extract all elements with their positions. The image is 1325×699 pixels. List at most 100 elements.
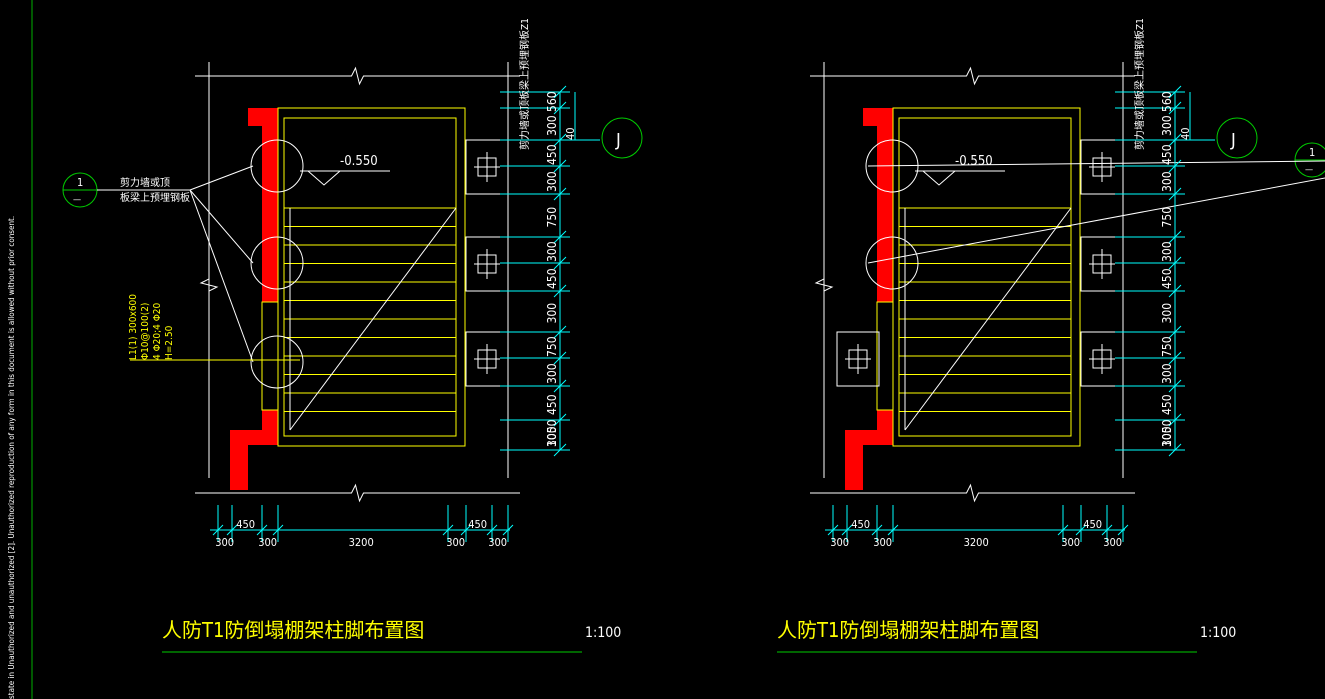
bottom-dim-label: 450 [468,518,487,531]
bottom-dim-label: 300 [1061,536,1080,549]
plate-inner [1092,349,1112,369]
embedded-plate [465,236,509,292]
level-text: -0.550 [955,154,993,169]
embedded-plate-left [836,331,880,387]
beam-note-line: H=2.50 [164,325,175,360]
plate-inner [1092,254,1112,274]
break-line [810,483,1135,503]
drawing-scale: 1:100 [585,625,621,641]
right-dim-extra: 40 [1179,127,1192,140]
detail-circle [250,236,304,290]
axis-circle [601,117,643,159]
detail-circle [250,335,304,389]
right-dim-label: 300 [545,303,559,324]
break-line [195,483,520,503]
break-line [195,66,520,86]
right-dim-label: 300 [1160,303,1174,324]
bottom-dim-label: 300 [258,536,277,549]
right-dim-label: 300 [1160,171,1174,192]
right-dim-label: 300 [1160,363,1174,384]
leader-line [189,189,254,363]
break-line [199,270,219,300]
right-dim-label: 450 [545,144,559,165]
detail-marker-bottom: — [1305,165,1313,175]
bottom-dim-label: 450 [236,518,255,531]
bottom-dim-label: 3200 [964,536,989,549]
right-dim-label: 300 [545,241,559,262]
break-line [810,66,1135,86]
embedded-plate [1080,236,1124,292]
right-dim-label: 450 [545,268,559,289]
right-dim-label: 300 [545,171,559,192]
drawing-title: 人防T1防倒塌棚架柱脚布置图 [777,618,1039,642]
right-dim-label: 450 [545,394,559,415]
leader-line [189,165,254,191]
beam-note-line: Φ10@100(2) [140,303,151,360]
right-dim-label: 450 [1160,394,1174,415]
shelter-inner [283,117,457,437]
bottom-dim-label: 450 [851,518,870,531]
right-dim-label: 300 [545,115,559,136]
right-dim-label: 560 [545,91,559,112]
shear-wall-upper [248,108,278,302]
bottom-dim-label: 300 [830,536,849,549]
right-dim-label: 300 [545,363,559,384]
right-dim-label: 300 [1160,241,1174,262]
embedded-plate [1080,331,1124,387]
shear-wall-lower [230,410,278,490]
rotated-header: 剪力墙或顶板梁上预埋钢板Z1 [1133,18,1146,150]
right-dim-label: 1050 [545,419,559,447]
wall-note-line-2: 板梁上预埋钢板 [120,191,190,204]
right-dim-label: 750 [1160,207,1174,228]
beam-note-line: 4 Φ20;4 Φ20 [152,302,163,360]
drawing-scale: 1:100 [1200,625,1236,641]
plate-inner [477,349,497,369]
right-dim-label: 300 [1160,426,1174,447]
right-dim-label: 300 [545,426,559,447]
right-dim-label: 300 [1160,115,1174,136]
plate-inner [477,157,497,177]
detail-circle [865,139,919,193]
drawing-title: 人防T1防倒塌棚架柱脚布置图 [162,618,424,642]
wall-note-line-1: 剪力墙或顶 [120,176,170,189]
right-dim-label: 750 [1160,336,1174,357]
shelter-outline [277,107,466,447]
detail-marker-bottom: — [73,195,81,205]
stair-diagonal [904,207,1072,431]
detail-circle [865,236,919,290]
right-dim-label: 1050 [1160,419,1174,447]
leader-line [867,160,1325,167]
right-dim-label: 560 [1160,91,1174,112]
level-text: -0.550 [340,154,378,169]
stair-diagonal [289,207,457,431]
right-dim-label: 450 [1160,268,1174,289]
bottom-dim-label: 300 [1103,536,1122,549]
wall-opening [261,301,279,411]
right-dim-label: 750 [545,336,559,357]
embedded-plate [465,139,509,195]
bottom-dim-label: 300 [488,536,507,549]
axis-label: J [1230,130,1236,151]
leader-line [189,189,254,264]
plate-inner [477,254,497,274]
embedded-plate [465,331,509,387]
break-line [814,270,834,300]
bottom-dim-label: 300 [446,536,465,549]
bottom-dim-label: 3200 [349,536,374,549]
detail-circle [250,139,304,193]
bottom-dim-label: 300 [873,536,892,549]
shelter-outline [892,107,1081,447]
beam-note-line: L1(1) 300x600 [128,294,139,360]
right-dim-extra: 40 [564,127,577,140]
shelter-inner [898,117,1072,437]
level-symbol [921,170,957,186]
plate-inner [1092,157,1112,177]
right-dim-label: 450 [1160,144,1174,165]
shear-wall-lower [845,410,893,490]
shear-wall-upper [863,108,893,302]
axis-label: J [615,130,621,151]
margin-note: state in Unauthorized and unauthorized [… [7,216,16,699]
right-dim-label: 750 [545,207,559,228]
